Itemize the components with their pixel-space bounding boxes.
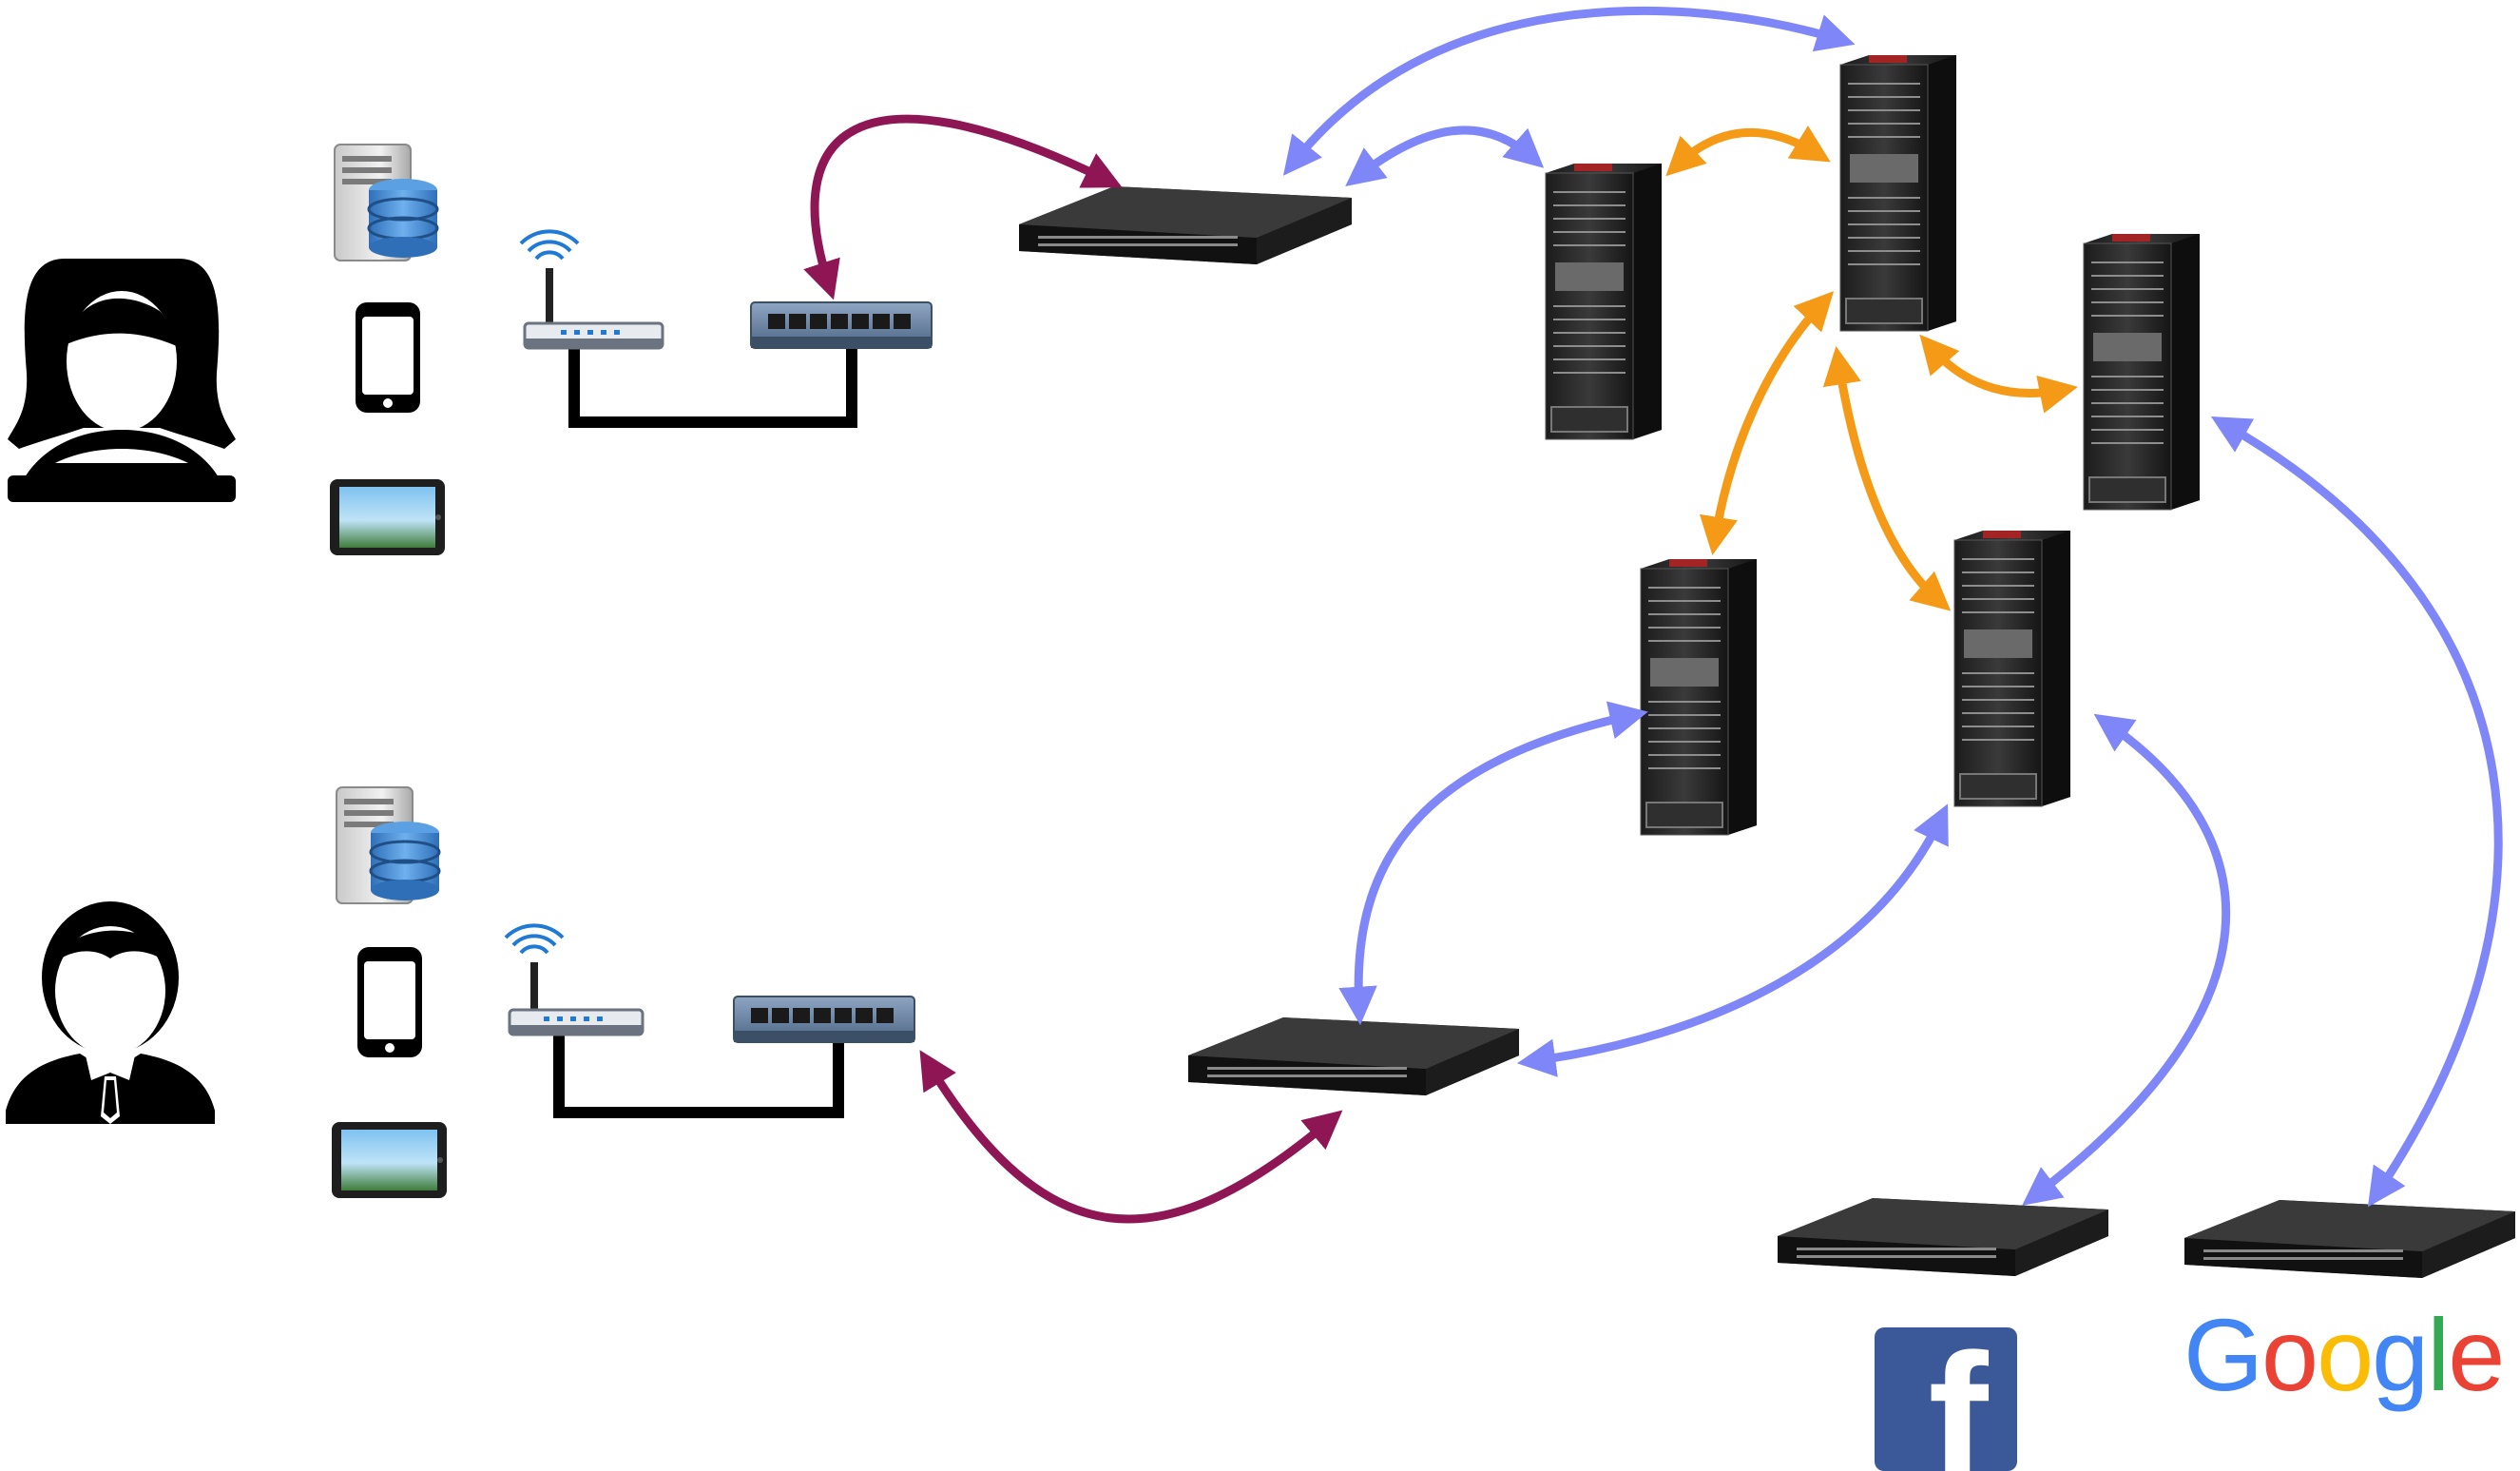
peer-link-isp1-core1 [1345,126,1545,186]
rack-switch-icon [2184,1200,2515,1278]
core-router-chassis-icon [1839,55,1956,332]
svg-text:f: f [1928,1317,1989,1471]
database-server-icon [334,144,439,261]
google-logo-letter: l [2427,1297,2448,1412]
backbone-link-core2-core4 [1699,291,1835,555]
rack-switch-icon [1188,1017,1519,1095]
google-logo-letter: e [2448,1297,2503,1412]
peer-link-core3-google [2210,416,2503,1208]
network-switch-icon [733,996,915,1043]
network-switch-icon [750,301,933,349]
rack-switch-icon [1778,1198,2108,1276]
core-router-chassis-icon [1953,531,2070,807]
smartphone-icon [356,302,420,413]
rack-switch-icon [1019,186,1352,264]
core-router-chassis-icon [1640,559,1757,836]
google-logo-letter: o [2317,1297,2372,1412]
google-logo-letter: o [2261,1297,2317,1412]
peer-link-isp2-core5 [1516,803,1949,1077]
core-router-chassis-icon [2083,234,2200,511]
wifi-router-icon [519,229,664,350]
google-logo-letter: G [2183,1297,2261,1412]
facebook-logo-icon: f [1875,1317,2017,1471]
tablet-icon [332,1122,447,1198]
peer-link-isp1-core2 [1282,6,1856,176]
access-link-2 [919,1050,1343,1224]
database-server-icon [336,786,441,904]
backbone-link-core2-core3 [1919,334,2078,414]
svg-text:Google: Google [2183,1297,2503,1412]
backbone-link-core1-core2 [1665,126,1831,177]
lan-cable-1 [568,332,857,428]
google-logo-icon: Google [2183,1297,2505,1412]
tablet-icon [330,479,445,555]
user-male-icon [6,901,215,1124]
backbone-link-core2-core5 [1822,346,1952,611]
links [803,6,2503,1224]
lan-cable-2 [553,1026,844,1118]
smartphone-icon [357,947,422,1057]
access-link-1 [803,114,1123,300]
user-female-icon [8,259,236,502]
google-logo-letter: g [2372,1297,2427,1412]
core-router-chassis-icon [1545,164,1662,440]
wifi-router-icon [504,923,644,1036]
peer-link-isp2-core4 [1338,701,1648,1026]
